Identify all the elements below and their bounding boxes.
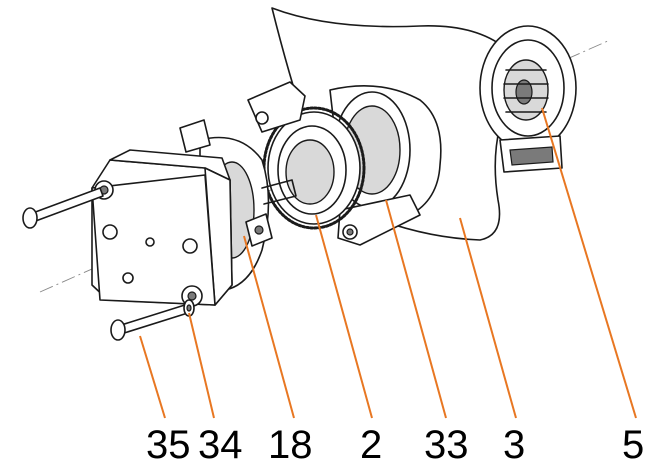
part-labels: 35 34 18 2 33 3 5 <box>146 423 644 464</box>
leader-line-35 <box>139 335 166 419</box>
leader-line-2 <box>315 214 373 419</box>
label-3: 3 <box>503 423 525 464</box>
upper-bolt <box>22 187 104 229</box>
label-18: 18 <box>268 423 313 464</box>
label-34: 34 <box>198 423 243 464</box>
pump-body <box>91 149 233 307</box>
leader-line-5 <box>541 107 637 419</box>
label-2: 2 <box>360 423 382 464</box>
leader-line-18 <box>243 235 295 419</box>
toothed-ring <box>247 81 366 230</box>
label-33: 33 <box>424 423 469 464</box>
lower-bolt-35 <box>110 303 192 341</box>
collar-bracket <box>329 85 442 246</box>
rear-connector <box>479 25 577 173</box>
label-35: 35 <box>146 423 191 464</box>
label-5: 5 <box>622 423 644 464</box>
leader-line-34 <box>188 312 215 419</box>
leader-lines <box>139 107 637 419</box>
leader-line-3 <box>459 217 517 419</box>
leader-line-33 <box>385 199 447 419</box>
